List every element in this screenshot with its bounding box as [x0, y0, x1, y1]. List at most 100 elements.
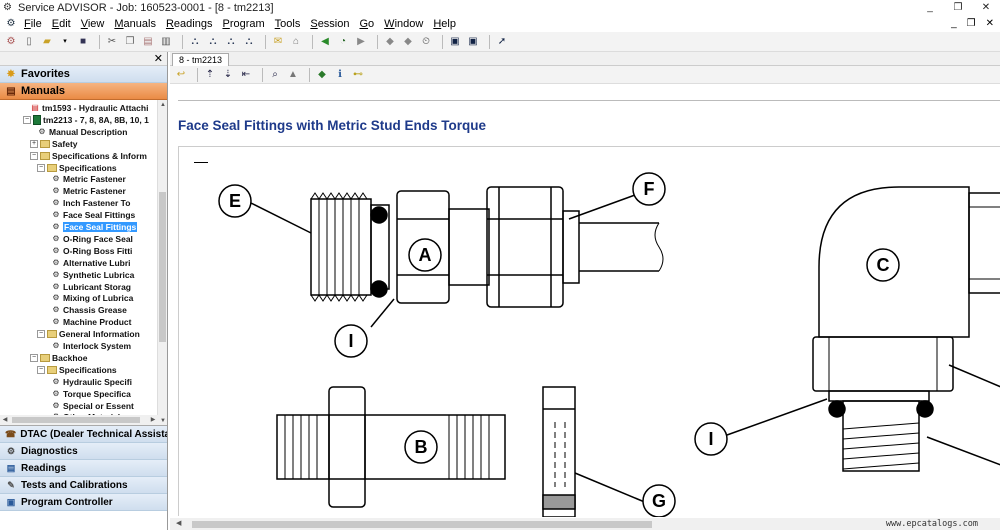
- connect-icon[interactable]: ⛬: [191, 35, 199, 47]
- menu-go[interactable]: Go: [359, 18, 375, 30]
- scroll-left-icon[interactable]: ◀: [176, 520, 182, 527]
- bookmark-icon[interactable]: ◆: [386, 35, 394, 47]
- collapse-icon[interactable]: −: [37, 330, 45, 339]
- document-menu-icon[interactable]: ⚙: [6, 18, 16, 29]
- tree-item[interactable]: −tm2213 - 7, 8, 8A, 8B, 10, 1: [23, 114, 149, 126]
- tab-tm2213[interactable]: 8 - tm2213: [172, 53, 230, 66]
- mail-icon[interactable]: ✉: [273, 35, 283, 47]
- scroll-left-icon[interactable]: ◀: [2, 417, 8, 423]
- dropdown-arrow-icon[interactable]: ▾: [63, 37, 67, 45]
- menu-window[interactable]: Window: [384, 18, 424, 30]
- close-panel-icon[interactable]: ✕: [153, 53, 163, 65]
- collapse-icon[interactable]: −: [37, 163, 45, 172]
- collapse-icon[interactable]: −: [23, 115, 31, 124]
- minimize-button[interactable]: _: [927, 2, 933, 13]
- favorites-bar[interactable]: ✸ Favorites: [0, 66, 167, 83]
- history-icon[interactable]: ◔: [339, 35, 347, 47]
- refresh-window-icon[interactable]: ▣: [468, 35, 478, 47]
- module-bar[interactable]: ▤Readings: [0, 460, 167, 477]
- collapse-icon[interactable]: −: [30, 353, 38, 362]
- menu-edit[interactable]: Edit: [51, 18, 71, 30]
- tree-item[interactable]: ⚙Interlock System: [51, 340, 131, 352]
- tree-item[interactable]: ⚙Manual Description: [37, 126, 127, 138]
- vehicle-connect-icon[interactable]: ⛬: [209, 35, 217, 47]
- tree-item[interactable]: ⚙Metric Fastener: [51, 173, 125, 185]
- reply-icon[interactable]: ↩: [176, 68, 186, 80]
- forward-icon[interactable]: ▶: [357, 35, 365, 47]
- tree-item[interactable]: +Safety: [30, 138, 78, 150]
- tree-item[interactable]: −Specifications: [37, 364, 117, 376]
- down-arrow-icon[interactable]: ⇣: [223, 68, 233, 80]
- warning-icon[interactable]: ▲: [288, 68, 298, 80]
- info-icon[interactable]: ℹ: [338, 68, 342, 80]
- back-icon[interactable]: ◀: [321, 35, 329, 47]
- module-bar[interactable]: ⚙Diagnostics: [0, 443, 167, 460]
- menu-help[interactable]: Help: [433, 18, 456, 30]
- home-icon[interactable]: ⌂: [292, 35, 300, 47]
- tree-item[interactable]: ⚙Alternative Lubri: [51, 257, 130, 269]
- menu-file[interactable]: File: [24, 18, 42, 30]
- save-icon[interactable]: ■: [79, 35, 87, 47]
- tree-item[interactable]: ⚙Lubricant Storag: [51, 281, 131, 293]
- tree-item[interactable]: −Specifications: [37, 162, 117, 174]
- module-bar[interactable]: ▣Program Controller: [0, 494, 167, 511]
- tree-item[interactable]: ⚙Metric Fastener: [51, 185, 125, 197]
- tree-item[interactable]: ⚙Special or Essent: [51, 400, 133, 412]
- window-view-icon[interactable]: ▣: [450, 35, 460, 47]
- tree-item[interactable]: −Backhoe: [30, 352, 87, 364]
- mdi-close-button[interactable]: ✕: [985, 18, 994, 29]
- tree-item[interactable]: ⚙Torque Specifica: [51, 388, 130, 400]
- document-horizontal-scrollbar[interactable]: ◀: [170, 518, 1000, 530]
- timer-icon[interactable]: ⏲: [422, 35, 430, 47]
- collapse-icon[interactable]: −: [37, 365, 45, 374]
- link-icon[interactable]: ⊷: [353, 68, 363, 80]
- restore-button[interactable]: ❐: [953, 2, 963, 13]
- scroll-thumb[interactable]: [159, 192, 166, 342]
- module-bar[interactable]: ✎Tests and Calibrations: [0, 477, 167, 494]
- scroll-thumb[interactable]: [192, 521, 652, 528]
- scroll-down-icon[interactable]: ▼: [160, 418, 166, 424]
- cut-icon[interactable]: ✂: [107, 35, 117, 47]
- menu-program[interactable]: Program: [222, 18, 265, 30]
- tree-item[interactable]: −General Information: [37, 328, 140, 340]
- expand-icon[interactable]: +: [30, 139, 38, 148]
- tree-item[interactable]: ⚙Mixing of Lubrica: [51, 292, 133, 304]
- help-pointer-icon[interactable]: ➚: [497, 35, 507, 47]
- first-page-icon[interactable]: ⇤: [241, 68, 251, 80]
- find-icon[interactable]: ⌕: [272, 68, 278, 80]
- tree-item[interactable]: ⚙Machine Product: [51, 316, 131, 328]
- paste-icon[interactable]: ▤: [143, 35, 153, 47]
- menu-tools[interactable]: Tools: [274, 18, 301, 30]
- bookmark-add-icon[interactable]: ◆: [318, 68, 326, 80]
- machine-icon[interactable]: ⛬: [245, 35, 253, 47]
- scroll-right-icon[interactable]: ▶: [150, 417, 156, 423]
- scroll-thumb[interactable]: [12, 417, 140, 423]
- disconnect-icon[interactable]: ⛬: [227, 35, 235, 47]
- mdi-restore-button[interactable]: ❐: [966, 18, 976, 29]
- tree-horizontal-scrollbar[interactable]: ◀▶: [0, 415, 158, 425]
- mdi-minimize-button[interactable]: _: [951, 18, 957, 29]
- tree-item[interactable]: ⚙Hydraulic Specifi: [51, 376, 132, 388]
- tree-item[interactable]: ⚙Face Seal Fittings: [51, 209, 135, 221]
- tree-item[interactable]: −Specifications & Inform: [30, 150, 147, 162]
- tree-item[interactable]: ▤tm1593 - Hydraulic Attachi: [30, 102, 148, 114]
- expand-icon[interactable]: +: [37, 425, 45, 426]
- tree-item[interactable]: ⚙O-Ring Boss Fitti: [51, 245, 132, 257]
- marker-icon[interactable]: ◆: [404, 35, 412, 47]
- collapse-icon[interactable]: −: [30, 151, 38, 160]
- up-arrow-icon[interactable]: ⇡: [205, 68, 215, 80]
- new-document-icon[interactable]: ▯: [26, 35, 32, 47]
- menu-session[interactable]: Session: [310, 18, 350, 30]
- scroll-up-icon[interactable]: ▲: [160, 102, 166, 108]
- tree-item[interactable]: ⚙O-Ring Face Seal: [51, 233, 133, 245]
- menu-view[interactable]: View: [80, 18, 105, 30]
- close-button[interactable]: ✕: [981, 2, 991, 13]
- tree-item[interactable]: ⚙Inch Fastener To: [51, 197, 130, 209]
- settings-icon[interactable]: ⚙: [6, 35, 16, 47]
- manuals-bar[interactable]: ▤ Manuals: [0, 83, 167, 100]
- tree-item[interactable]: ⚙Face Seal Fittings: [51, 221, 138, 233]
- tree-vertical-scrollbar[interactable]: ▲▼: [157, 100, 167, 425]
- tree-item[interactable]: ⚙Chassis Grease: [51, 304, 126, 316]
- menu-manuals[interactable]: Manuals: [114, 18, 156, 30]
- tree-item[interactable]: ⚙Synthetic Lubrica: [51, 269, 134, 281]
